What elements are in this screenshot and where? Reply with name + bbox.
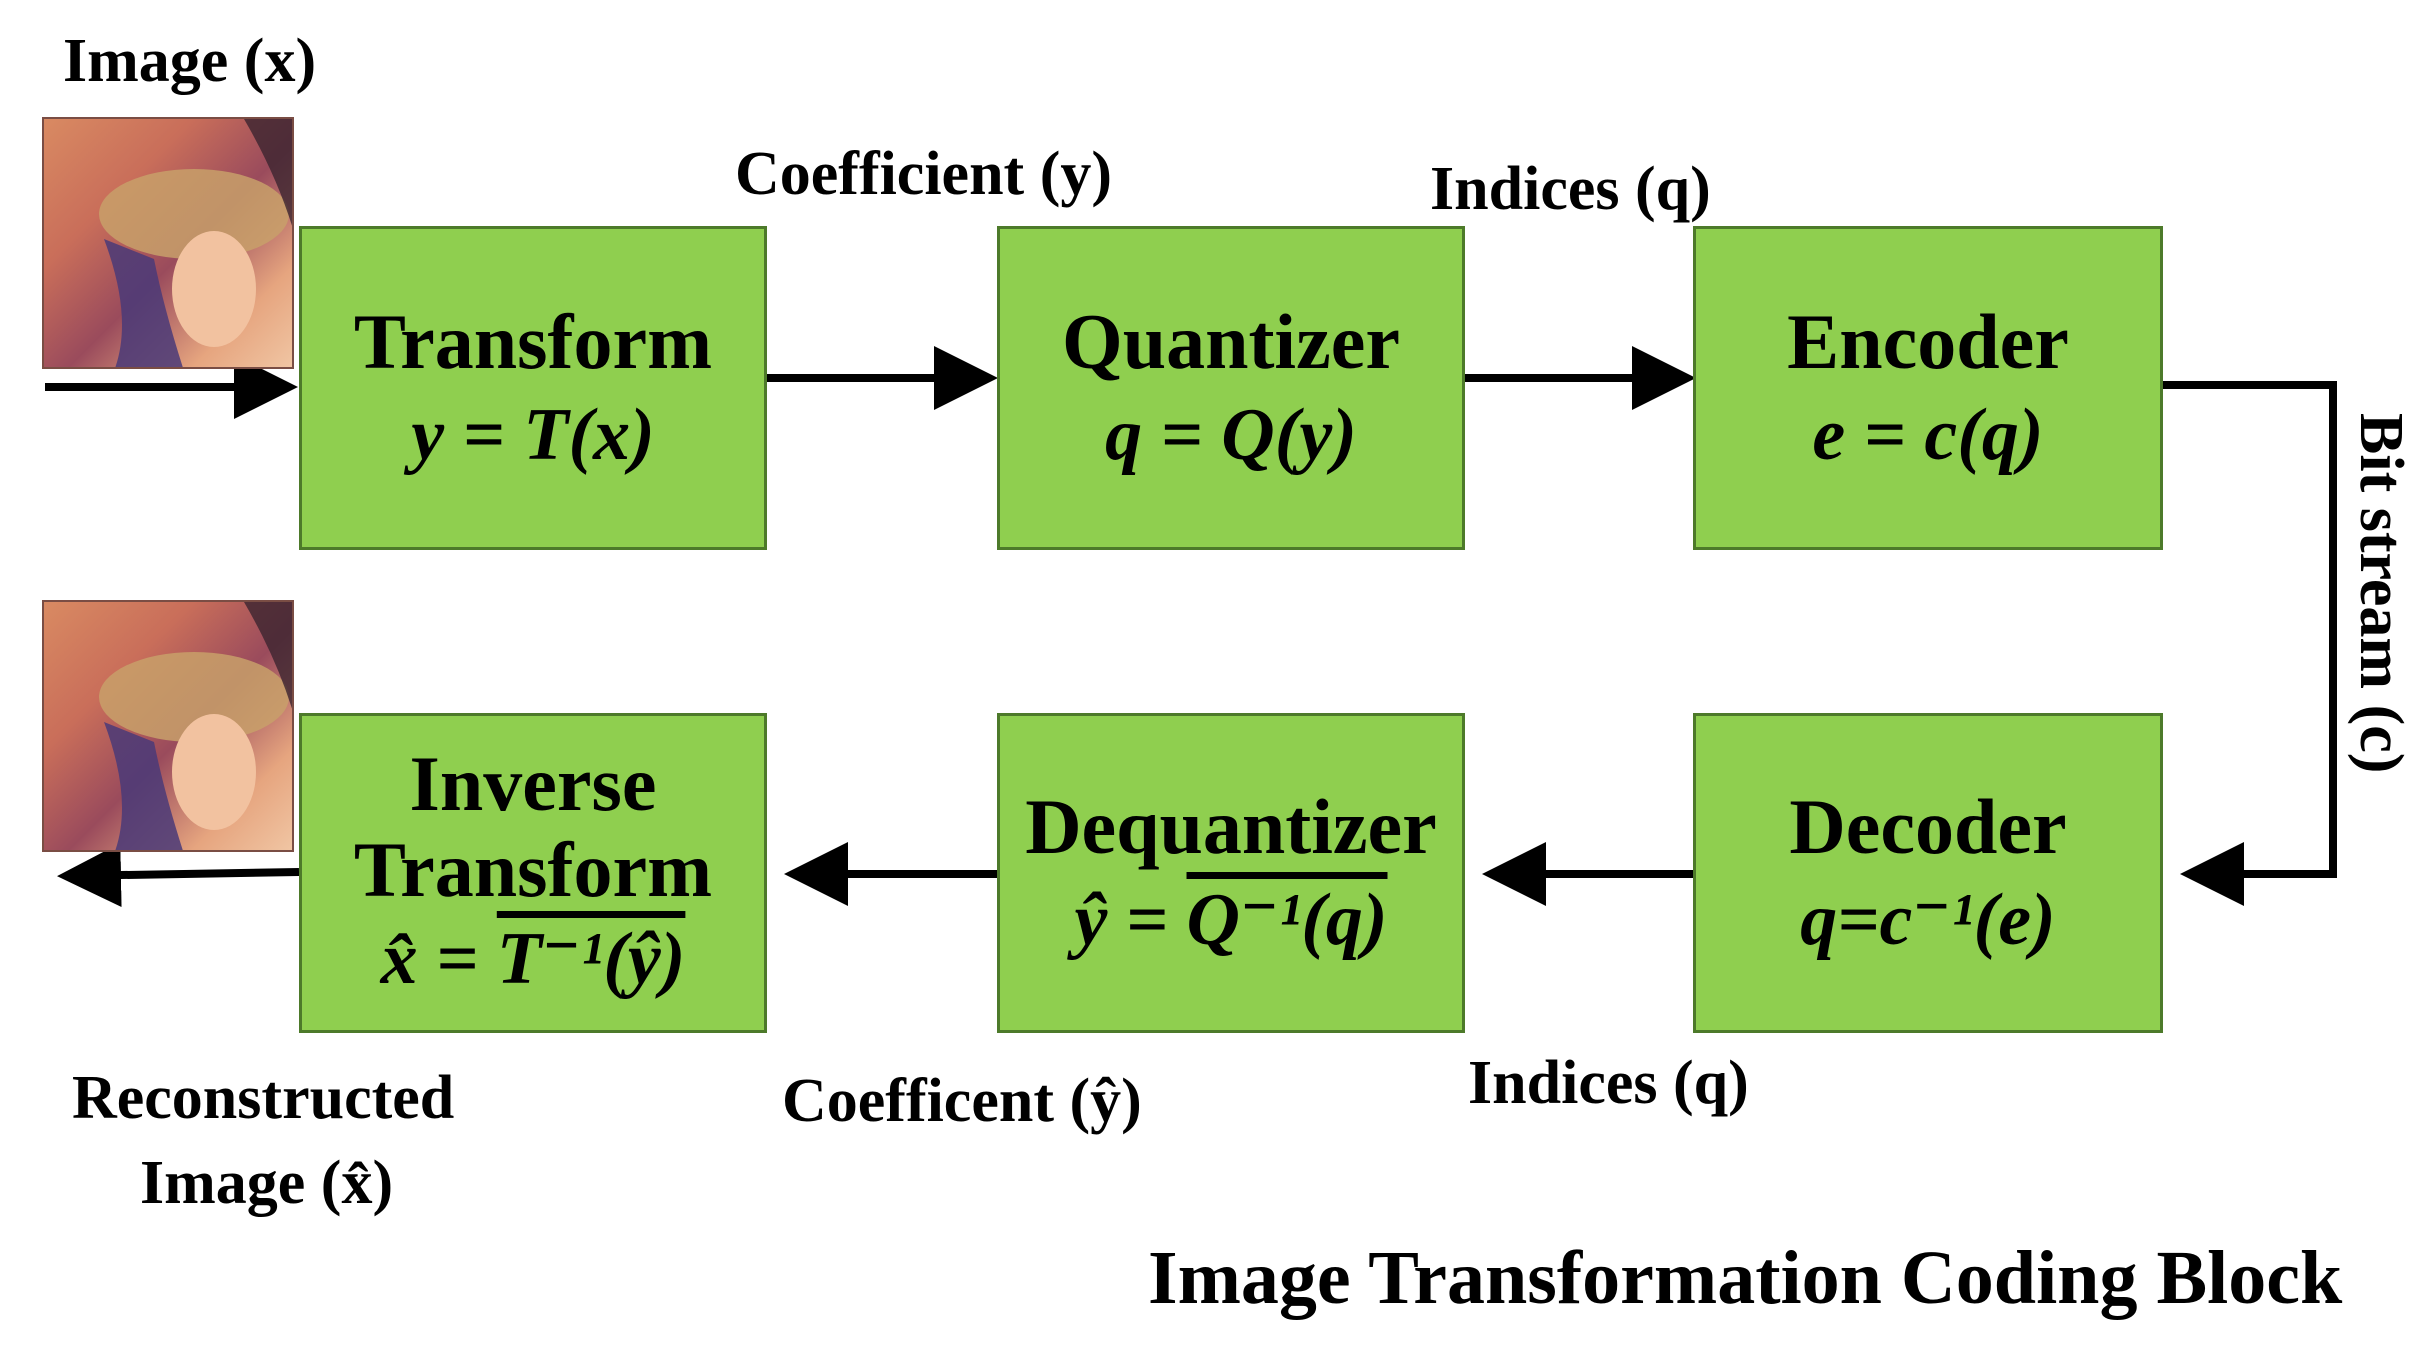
dequantizer-box: Dequantizer ŷ = Q⁻¹(q) [997, 713, 1465, 1033]
inverse-equation-rhs: T⁻¹(ŷ) [496, 917, 686, 1000]
coefficient-y-label: Coefficient (y) [735, 140, 1112, 208]
dequantizer-equation-lhs: ŷ = [1074, 878, 1187, 961]
dequantizer-equation-rhs: Q⁻¹(q) [1186, 878, 1388, 961]
inverse-title-line2: Transform [353, 825, 713, 913]
coefficient-yhat-label: Coefficent (ŷ) [782, 1067, 1142, 1135]
inverse-transform-box: Inverse Transform x̂ = T⁻¹(ŷ) [299, 713, 767, 1033]
arrow-inverse-to-output [57, 843, 300, 908]
transform-title: Transform [353, 297, 713, 385]
encoder-equation: e = c(q) [1812, 393, 2044, 476]
encoder-title: Encoder [1787, 297, 2069, 385]
indices-q-bottom-label: Indices (q) [1468, 1049, 1749, 1117]
dequantizer-title: Dequantizer [1025, 782, 1437, 870]
portrait-picture [99, 119, 292, 367]
arrow-bitstream-loop [2163, 381, 2337, 906]
quantizer-title: Quantizer [1062, 297, 1400, 385]
inverse-equation: x̂ = T⁻¹(ŷ) [381, 913, 686, 1006]
decoder-box: Decoder q=c⁻¹(e) [1693, 713, 2163, 1033]
quantizer-box: Quantizer q = Q(y) [997, 226, 1465, 550]
inverse-equation-lhs: x̂ = [380, 917, 497, 1000]
decoder-equation: q=c⁻¹(e) [1800, 878, 2056, 961]
inverse-title-line1: Inverse [409, 739, 657, 827]
quantizer-equation: q = Q(y) [1105, 393, 1357, 476]
reconstructed-image-thumbnail [42, 600, 294, 852]
encoder-box: Encoder e = c(q) [1693, 226, 2163, 550]
reconstructed-label-line1: Reconstructed [72, 1064, 455, 1132]
decoder-title: Decoder [1789, 782, 2067, 870]
input-image-thumbnail [42, 117, 294, 369]
portrait-picture [99, 602, 292, 850]
transform-equation: y = T(x) [411, 393, 655, 476]
dequantizer-equation: ŷ = Q⁻¹(q) [1075, 874, 1388, 967]
image-x-label: Image (x) [63, 27, 317, 95]
reconstructed-label-line2: Image (x̂) [140, 1149, 394, 1217]
bitstream-label: Bit stream (c) [2347, 413, 2415, 774]
transform-box: Transform y = T(x) [299, 226, 767, 550]
indices-q-top-label: Indices (q) [1430, 155, 1711, 223]
diagram-caption: Image Transformation Coding Block [1148, 1236, 2343, 1320]
